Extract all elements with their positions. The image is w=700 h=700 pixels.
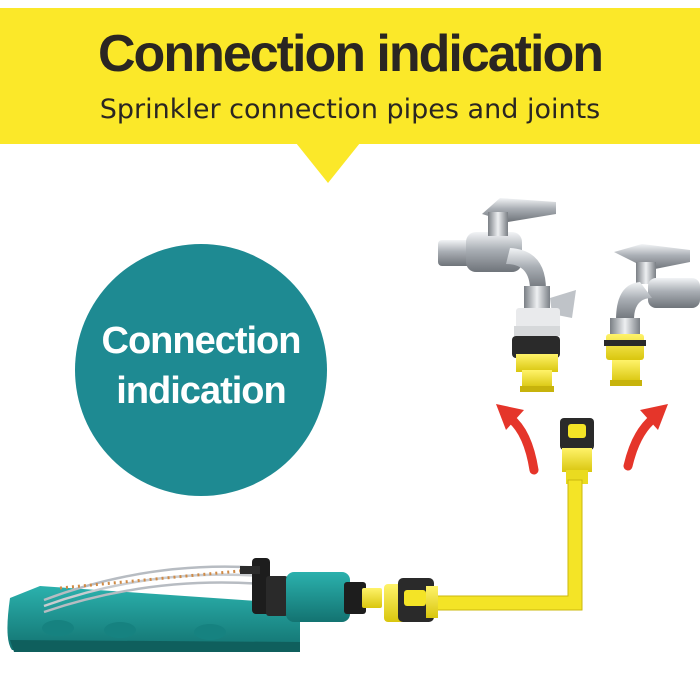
header-banner xyxy=(0,8,700,144)
banner-pointer xyxy=(296,143,360,183)
hose-connector-icon xyxy=(512,336,560,392)
page-subtitle: Sprinkler connection pipes and joints xyxy=(99,94,601,125)
arrow-icon xyxy=(623,404,668,471)
sprinkler-icon xyxy=(7,558,382,652)
hose-connector-icon xyxy=(560,418,594,484)
connection-pipe xyxy=(433,479,583,611)
tap-icon xyxy=(438,198,576,336)
hose-connector-icon xyxy=(604,334,646,386)
tap-icon xyxy=(610,244,700,336)
badge-line-2: indication xyxy=(116,370,286,412)
hose-connector-icon xyxy=(384,578,438,622)
badge-line-1: Connection xyxy=(101,320,302,362)
page-title: Connection indication xyxy=(98,25,604,83)
arrow-icon xyxy=(496,404,539,475)
connection-badge: Connection indication xyxy=(75,244,327,496)
